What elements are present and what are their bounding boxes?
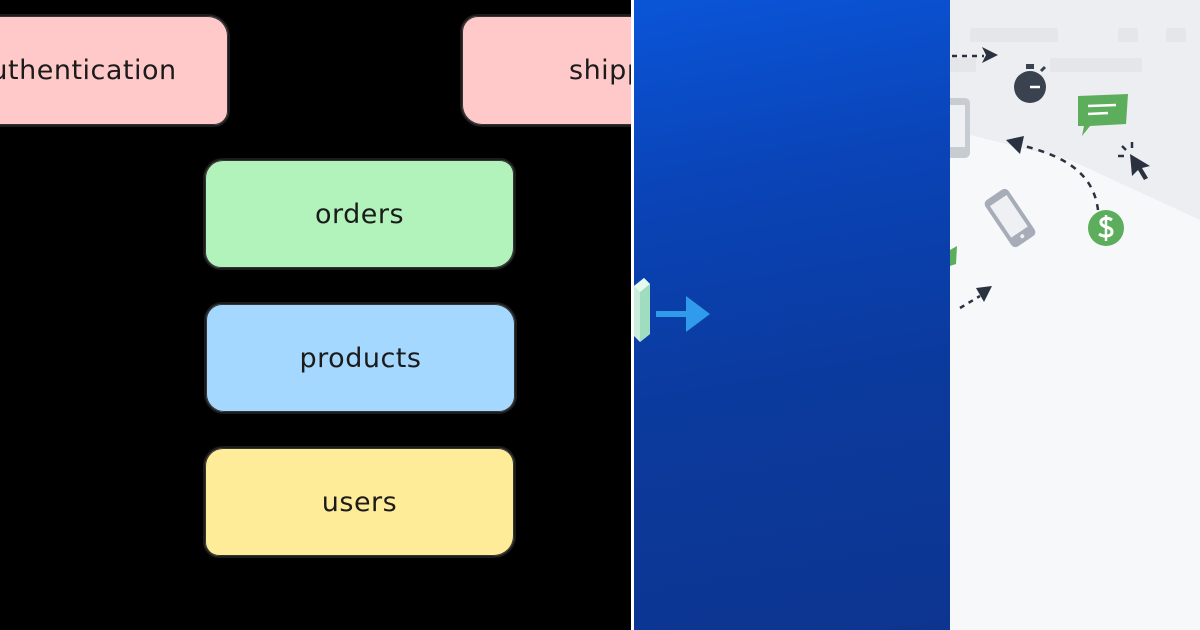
blue-gradient-panel [634, 0, 950, 630]
phone-icon [950, 98, 970, 158]
service-box-authentication: authentication [0, 14, 230, 127]
service-box-shipping: shipping [460, 14, 631, 127]
placeholder-bar [970, 28, 1058, 42]
architecture-diagram: authentication shipping orders products … [0, 14, 631, 558]
phone-icon [984, 188, 1036, 248]
service-label-users: users [321, 486, 398, 518]
illustration-panel [950, 0, 1200, 630]
service-box-products: products [204, 302, 517, 414]
service-label-orders: orders [314, 198, 405, 230]
chat-bubble-icon [1078, 94, 1128, 136]
service-label-authentication: authentication [0, 55, 177, 86]
placeholder-bar [950, 58, 976, 72]
dashed-arrow-icon [1006, 136, 1100, 211]
dollar-coin-icon [1088, 210, 1124, 246]
dashed-arrow-icon [952, 47, 998, 63]
placeholder-bar [1118, 28, 1138, 42]
dashed-arrow-icon [959, 286, 992, 310]
panel-divider [631, 0, 634, 630]
placeholder-bar [1166, 28, 1186, 42]
placeholder-bar [1050, 58, 1142, 72]
cursor-click-icon [1118, 142, 1150, 180]
stopwatch-icon [1014, 64, 1047, 103]
service-label-shipping: shipping [569, 55, 631, 86]
green-shape [950, 246, 957, 266]
cube-icon [634, 278, 650, 342]
service-box-orders: orders [203, 158, 516, 270]
service-box-users: users [203, 446, 516, 558]
service-label-products: products [299, 342, 422, 374]
right-arrow-icon [656, 296, 710, 332]
